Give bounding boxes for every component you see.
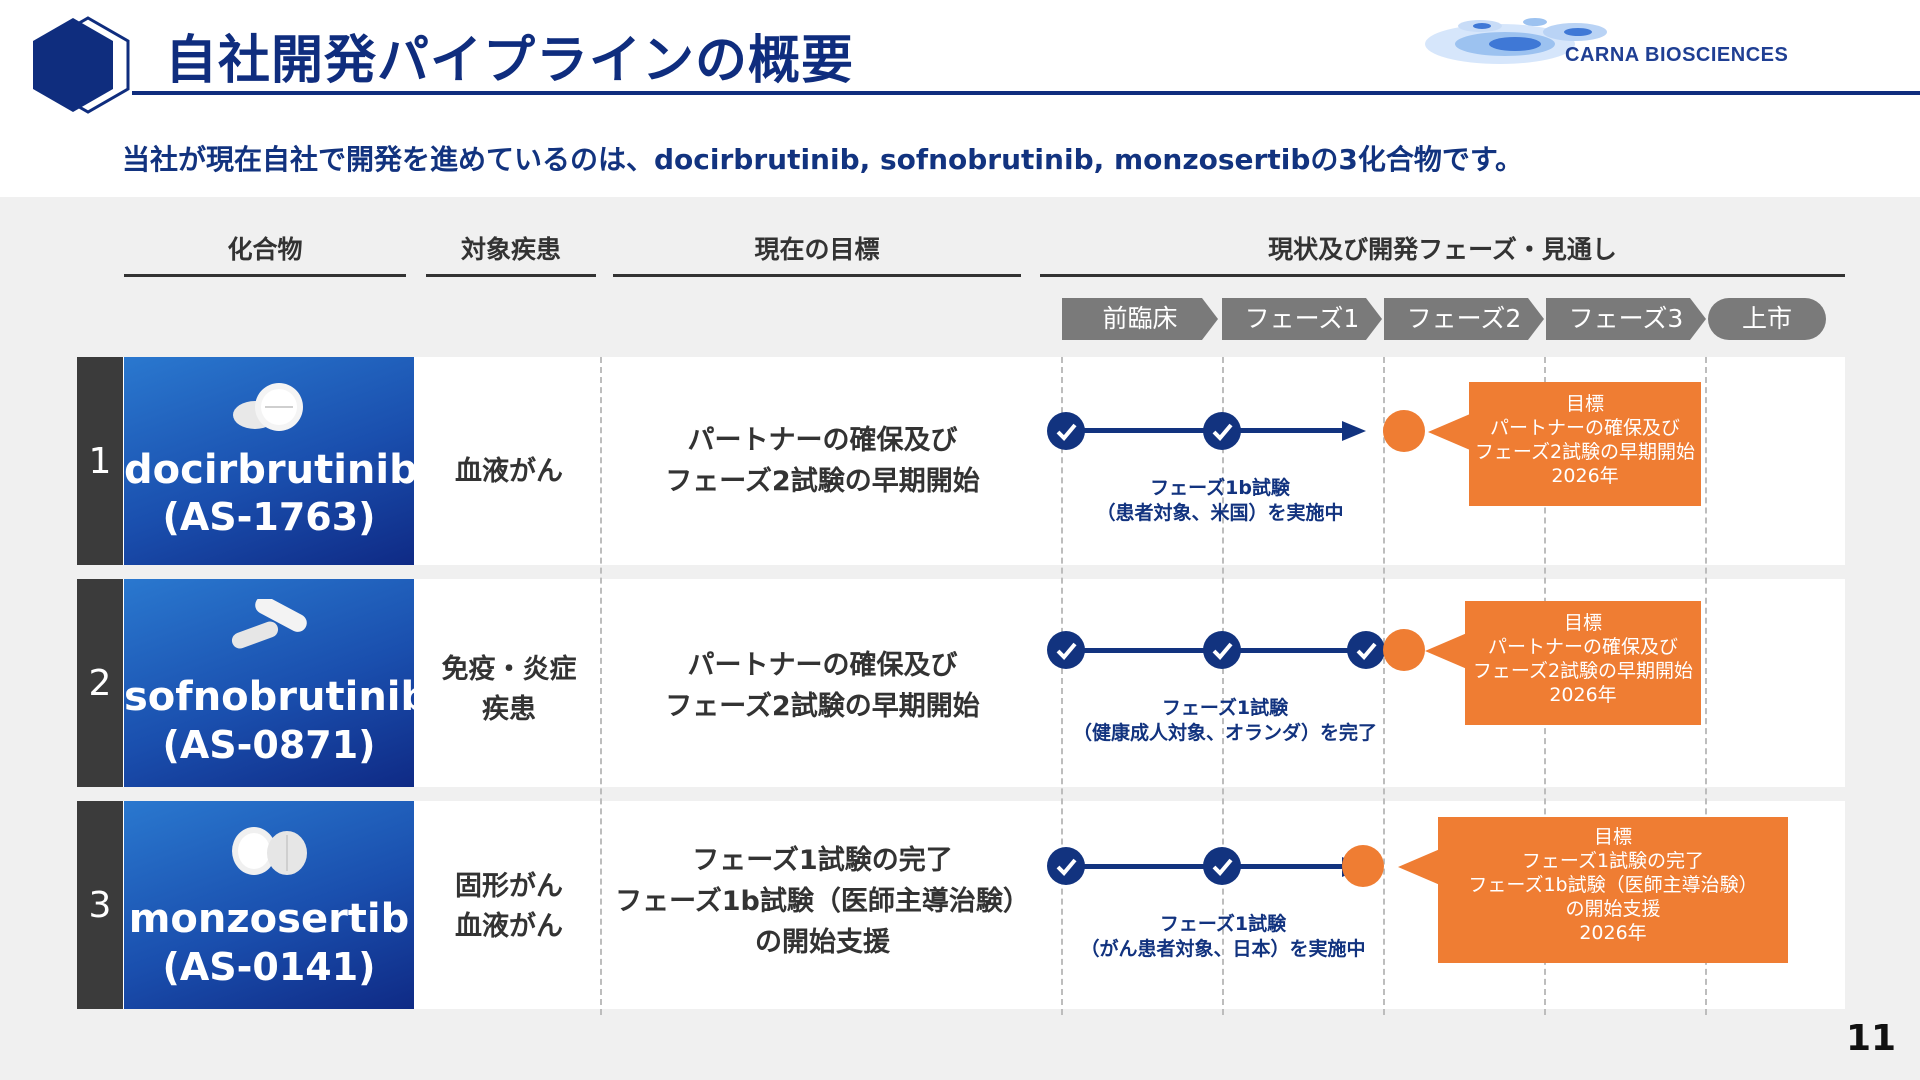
disease-text: 免疫・炎症疾患: [441, 654, 577, 725]
disease-text: 血液がん: [455, 456, 563, 487]
compound-code: (AS-1763): [162, 495, 376, 539]
goal-callout-pointer: [1428, 414, 1470, 450]
hexagon-logo-icon: [33, 16, 130, 114]
phase-launch: 上市: [1708, 298, 1826, 340]
status-text: フェーズ1試験（健康成人対象、オランダ）を完了: [1072, 697, 1377, 744]
column-header-disease: 対象疾患: [460, 235, 561, 264]
compound-code: (AS-0871): [162, 723, 376, 767]
column-rule: [613, 274, 1021, 277]
column-divider: [600, 357, 602, 1015]
status-text: フェーズ1b試験（患者対象、米国）を実施中: [1096, 477, 1344, 524]
compound-tile: monzosertib (AS-0141): [124, 801, 414, 1009]
compound-name: monzosertib: [128, 896, 410, 942]
phase-divider: [1222, 357, 1224, 1015]
round-tablets-icon: [233, 383, 303, 431]
disease-text: 固形がん血液がん: [455, 871, 563, 942]
column-rule: [1040, 274, 1845, 277]
goal-callout-pointer: [1398, 849, 1440, 885]
phase-divider: [1705, 357, 1707, 1015]
compound-tile: docirbrutinib (AS-1763): [124, 357, 418, 565]
brand-name: CARNA BIOSCIENCES: [1565, 44, 1789, 66]
column-header-status: 現状及び開発フェーズ・見通し: [1268, 235, 1617, 264]
compound-name: sofnobrutinib: [124, 674, 430, 720]
goal-callout-pointer: [1425, 633, 1467, 669]
compound-tile: sofnobrutinib (AS-0871): [124, 579, 430, 787]
arrow-right-icon: [1342, 421, 1366, 441]
phase-3: フェーズ3: [1546, 298, 1706, 340]
row-number: 2: [77, 579, 123, 787]
status-text: フェーズ1試験（がん患者対象、日本）を実施中: [1080, 913, 1366, 960]
target-text: フェーズ1試験の完了フェーズ1b試験（医師主導治験）の開始支援: [615, 845, 1030, 958]
brand-logo-icon: [1425, 18, 1607, 64]
compound-code: (AS-0141): [162, 945, 376, 989]
check-icon: [1347, 631, 1385, 669]
check-icon: [1203, 631, 1241, 669]
row-number: 3: [77, 801, 123, 1009]
phase-divider: [1383, 357, 1385, 1015]
column-rule: [124, 274, 406, 277]
check-icon: [1047, 847, 1085, 885]
page-number: 11: [1846, 1018, 1897, 1059]
column-header-target: 現在の目標: [754, 235, 880, 264]
check-icon: [1047, 412, 1085, 450]
target-phase-dot: [1383, 629, 1425, 671]
phase-1: フェーズ1: [1222, 298, 1382, 340]
phase-2: フェーズ2: [1384, 298, 1544, 340]
target-text: パートナーの確保及びフェーズ2試験の早期開始: [665, 425, 980, 497]
title-rule: [132, 91, 1920, 95]
target-phase-dot: [1383, 410, 1425, 452]
phase-divider: [1061, 357, 1063, 1015]
phase-preclinical: 前臨床: [1062, 298, 1218, 340]
check-icon: [1047, 631, 1085, 669]
check-icon: [1203, 412, 1241, 450]
compound-name: docirbrutinib: [124, 447, 418, 493]
round-tablets-icon: [232, 827, 307, 875]
target-phase-dot: [1342, 845, 1384, 887]
capsule-icon: [231, 599, 307, 649]
column-rule: [426, 274, 596, 277]
row-number: 1: [77, 357, 123, 565]
check-icon: [1203, 847, 1241, 885]
page-title: 自社開発パイプラインの概要: [165, 31, 855, 91]
target-text: パートナーの確保及びフェーズ2試験の早期開始: [665, 650, 980, 722]
subtitle: 当社が現在自社で開発を進めているのは、docirbrutinib, sofnob…: [122, 143, 1524, 176]
column-header-compound: 化合物: [227, 235, 303, 264]
